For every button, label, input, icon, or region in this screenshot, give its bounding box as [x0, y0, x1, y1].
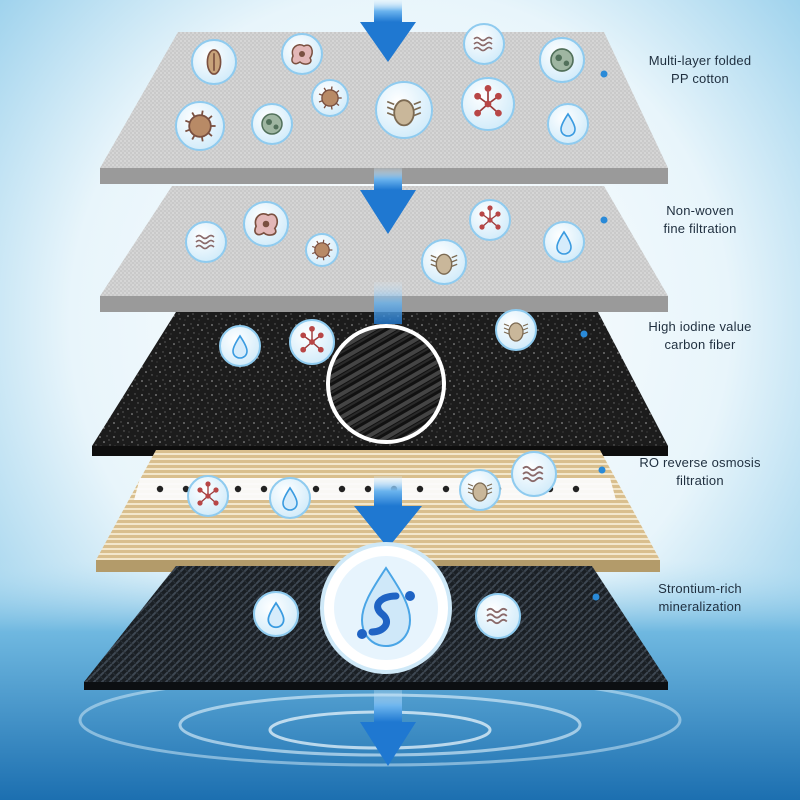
label-line: carbon fiber: [664, 337, 736, 352]
label-leaders: [580, 70, 608, 601]
leader-dot: [580, 330, 588, 338]
molecule-icon: [187, 475, 229, 517]
water-droplet-icon: [547, 103, 589, 145]
molecule-icon: [469, 199, 511, 241]
amoeba-icon: [243, 201, 289, 247]
layer-non-woven: [100, 186, 668, 312]
worm-bacteria-icon: [185, 221, 227, 263]
label-line: High iodine value: [648, 319, 752, 334]
down-arrow-icon: [354, 506, 422, 548]
label-line: PP cotton: [671, 71, 729, 86]
water-droplet-icon: [543, 221, 585, 263]
label-ro-filtration: RO reverse osmosis filtration: [612, 454, 788, 490]
flow-arrow: [360, 690, 416, 766]
label-line: Multi-layer folded: [648, 53, 752, 68]
label-line: fine filtration: [663, 221, 737, 236]
flow-arrow: [360, 0, 416, 62]
label-line: Non-woven: [666, 203, 734, 218]
flow-arrow: [360, 168, 416, 234]
membrane-pore: [572, 485, 580, 493]
virus-icon: [305, 233, 339, 267]
label-line: mineralization: [658, 599, 742, 614]
membrane-pore: [260, 485, 268, 493]
membrane-pore: [234, 485, 242, 493]
virus-icon: [311, 79, 349, 117]
water-droplet-icon: [269, 477, 311, 519]
carbon-fiber-magnifier: [326, 324, 446, 444]
membrane-pore: [156, 485, 164, 493]
mite-icon: [421, 239, 467, 285]
leader-dot: [598, 466, 606, 474]
membrane-pore: [182, 485, 190, 493]
down-arrow-icon: [360, 22, 416, 62]
molecule-icon: [461, 77, 515, 131]
molecule-icon: [289, 319, 335, 365]
label-carbon-fiber: High iodine value carbon fiber: [612, 318, 788, 354]
membrane-pore: [338, 485, 346, 493]
label-mineralization: Strontium-rich mineralization: [612, 580, 788, 616]
label-line: filtration: [676, 473, 724, 488]
worm-bacteria-icon: [475, 593, 521, 639]
membrane-pore: [416, 485, 424, 493]
protozoa-icon: [191, 39, 237, 85]
down-arrow-icon: [360, 190, 416, 234]
flow-arrow: [374, 282, 402, 324]
membrane-pore: [442, 485, 450, 493]
down-arrow-icon: [360, 722, 416, 766]
bacteria-icon: [251, 103, 293, 145]
contaminant-bubbles: [175, 23, 589, 639]
worm-bacteria-icon: [463, 23, 505, 65]
membrane-pore: [364, 485, 372, 493]
leader-dot: [592, 593, 600, 601]
water-droplet-icon: [219, 325, 261, 367]
bacteria-icon: [539, 37, 585, 83]
mite-icon: [459, 469, 501, 511]
leader-dot: [600, 216, 608, 224]
label-pp-cotton: Multi-layer folded PP cotton: [612, 52, 788, 88]
virus-icon: [175, 101, 225, 151]
membrane-pore: [312, 485, 320, 493]
flow-arrow: [354, 476, 422, 548]
label-line: RO reverse osmosis: [639, 455, 761, 470]
worm-bacteria-icon: [511, 451, 557, 497]
amoeba-icon: [281, 33, 323, 75]
mineral-water-icon: [320, 542, 452, 674]
label-non-woven: Non-woven fine filtration: [612, 202, 788, 238]
leader-dot: [600, 70, 608, 78]
water-droplet-icon: [253, 591, 299, 637]
mite-icon: [375, 81, 433, 139]
mite-icon: [495, 309, 537, 351]
label-line: Strontium-rich: [658, 581, 742, 596]
